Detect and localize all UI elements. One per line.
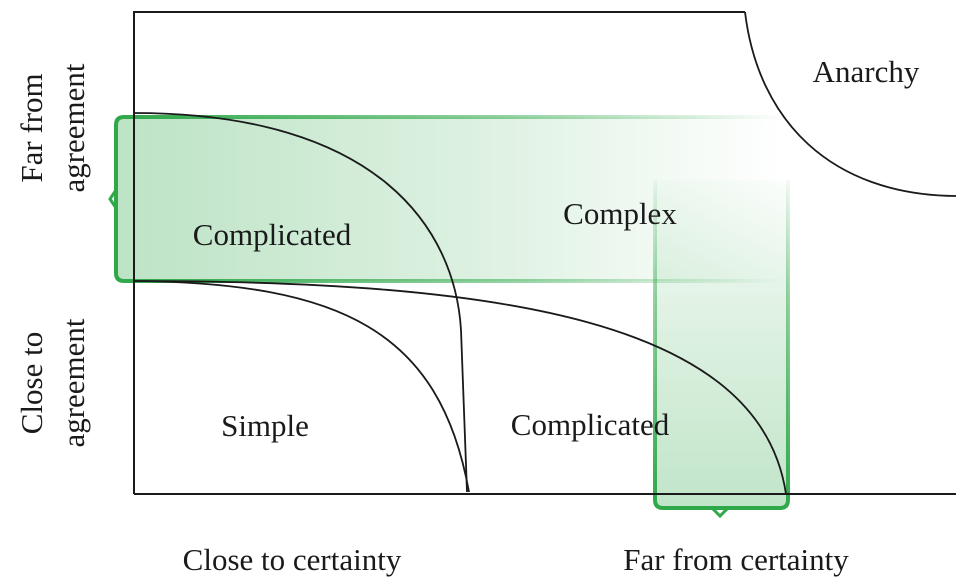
y-axis-label-close-to-agreement: Close to agreement <box>14 318 91 447</box>
frame-left-top-edges <box>133 11 745 494</box>
y-label-close-line1: Close to <box>14 332 49 434</box>
zone-label-complex: Complex <box>563 196 677 231</box>
simple-boundary-curve <box>133 280 470 493</box>
zone-label-complicated-upper: Complicated <box>193 217 352 252</box>
y-label-far-line1: Far from <box>14 73 49 182</box>
complicated-upper-boundary-curve <box>133 112 468 493</box>
diagram-frame <box>133 11 956 495</box>
x-axis-label-close-to-certainty: Close to certainty <box>183 542 402 577</box>
zone-label-complicated-lower: Complicated <box>511 407 670 442</box>
vertical-highlight-band <box>653 180 790 519</box>
anarchy-boundary-curve <box>744 11 956 197</box>
x-axis-label-far-from-certainty: Far from certainty <box>623 542 849 577</box>
y-label-close-line2: agreement <box>56 318 91 447</box>
y-label-far-line2: agreement <box>56 63 91 192</box>
zone-label-anarchy: Anarchy <box>813 54 920 89</box>
zone-boundaries <box>133 11 956 495</box>
horizontal-highlight-band <box>108 115 784 283</box>
y-axis-label-far-from-agreement: Far from agreement <box>14 63 91 192</box>
zone-label-simple: Simple <box>221 408 309 443</box>
complicated-lower-boundary-curve <box>133 280 787 495</box>
